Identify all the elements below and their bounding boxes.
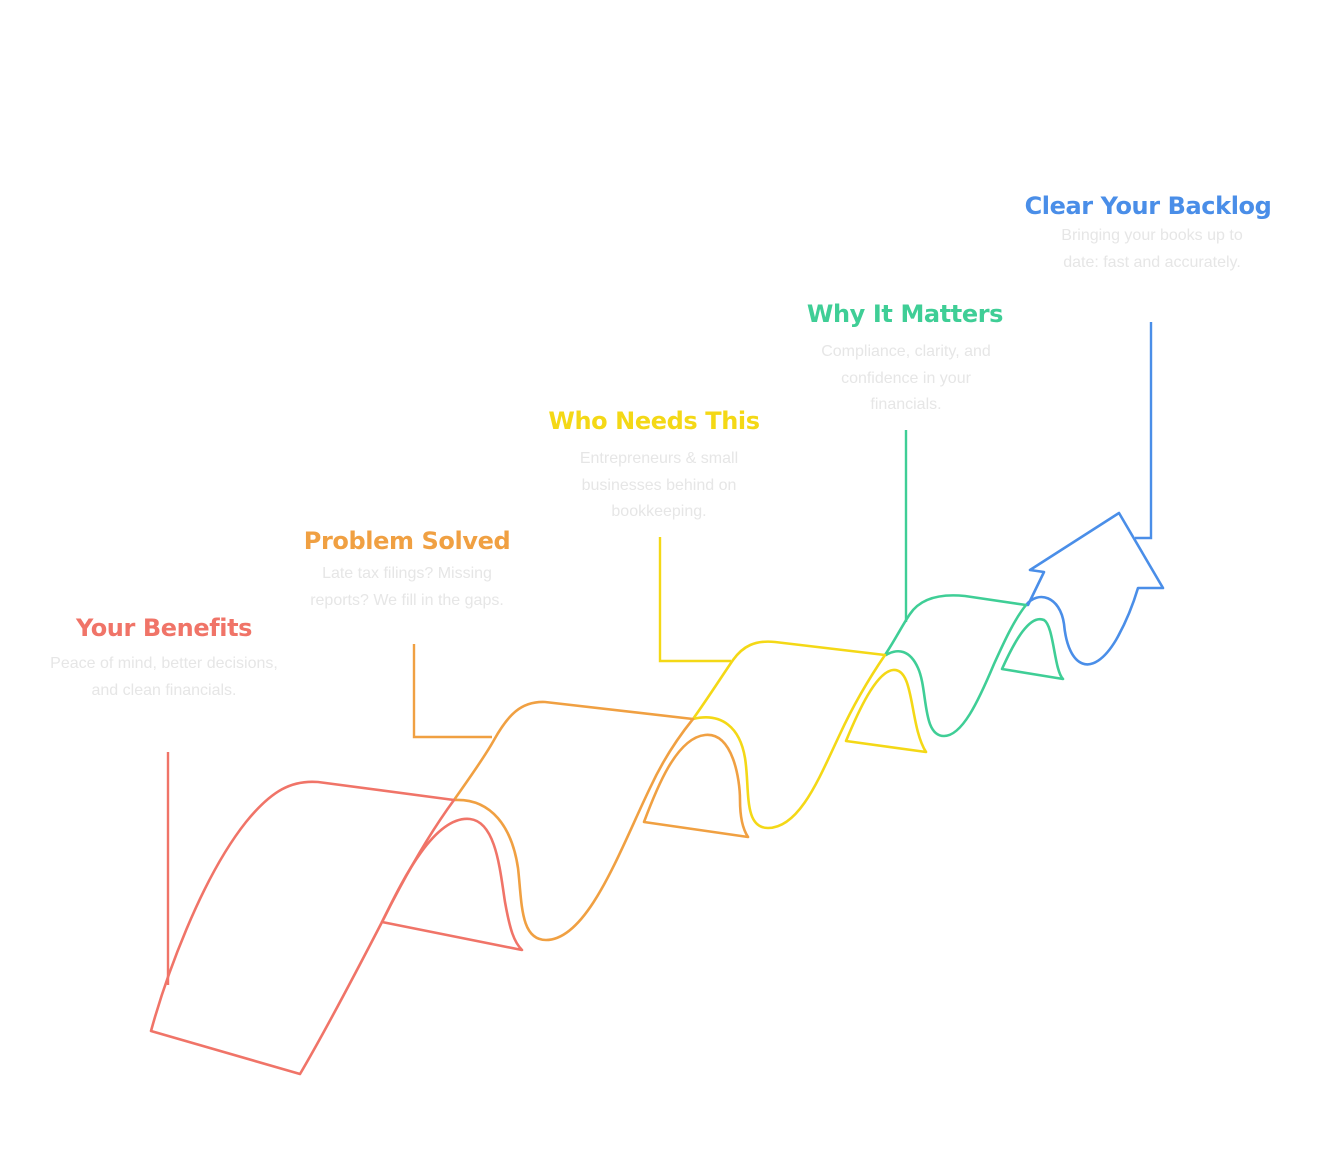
- leader-line-who-needs-this: [658, 537, 731, 663]
- ribbon-step-your-benefits: [149, 780, 456, 1076]
- ribbon-fold-who-needs-this: [844, 668, 928, 754]
- step-title-your-benefits: Your Benefits: [75, 614, 253, 642]
- ribbon-fold-why-it-matters: [1000, 617, 1065, 681]
- leader-line-problem-solved: [412, 644, 492, 739]
- step-description-problem-solved: Late tax filings? Missing reports? We fi…: [310, 565, 504, 609]
- ribbon-step-who-needs-this: [691, 640, 887, 830]
- step-description-who-needs-this: Entrepreneurs & small businesses behind …: [579, 450, 739, 520]
- step-title-why-it-matters: Why It Matters: [806, 300, 1004, 328]
- step-title-clear-your-backlog: Clear Your Backlog: [1024, 192, 1272, 220]
- step-description-clear-your-backlog: Bringing your books up to date: fast and…: [1061, 227, 1243, 271]
- ribbon-fold-your-benefits: [380, 817, 524, 952]
- ribbon-arrow-clear-your-backlog: [1024, 511, 1165, 666]
- ribbon-step-why-it-matters: [883, 594, 1028, 738]
- leader-line-clear-your-backlog: [1135, 322, 1153, 540]
- ribbon-fold-problem-solved: [642, 733, 750, 839]
- ribbon-step-problem-solved: [452, 700, 695, 942]
- step-title-problem-solved: Problem Solved: [303, 527, 511, 555]
- step-title-who-needs-this: Who Needs This: [548, 407, 760, 435]
- step-description-why-it-matters: Compliance, clarity, and confidence in y…: [821, 343, 991, 413]
- step-description-your-benefits: Peace of mind, better decisions, and cle…: [50, 655, 278, 699]
